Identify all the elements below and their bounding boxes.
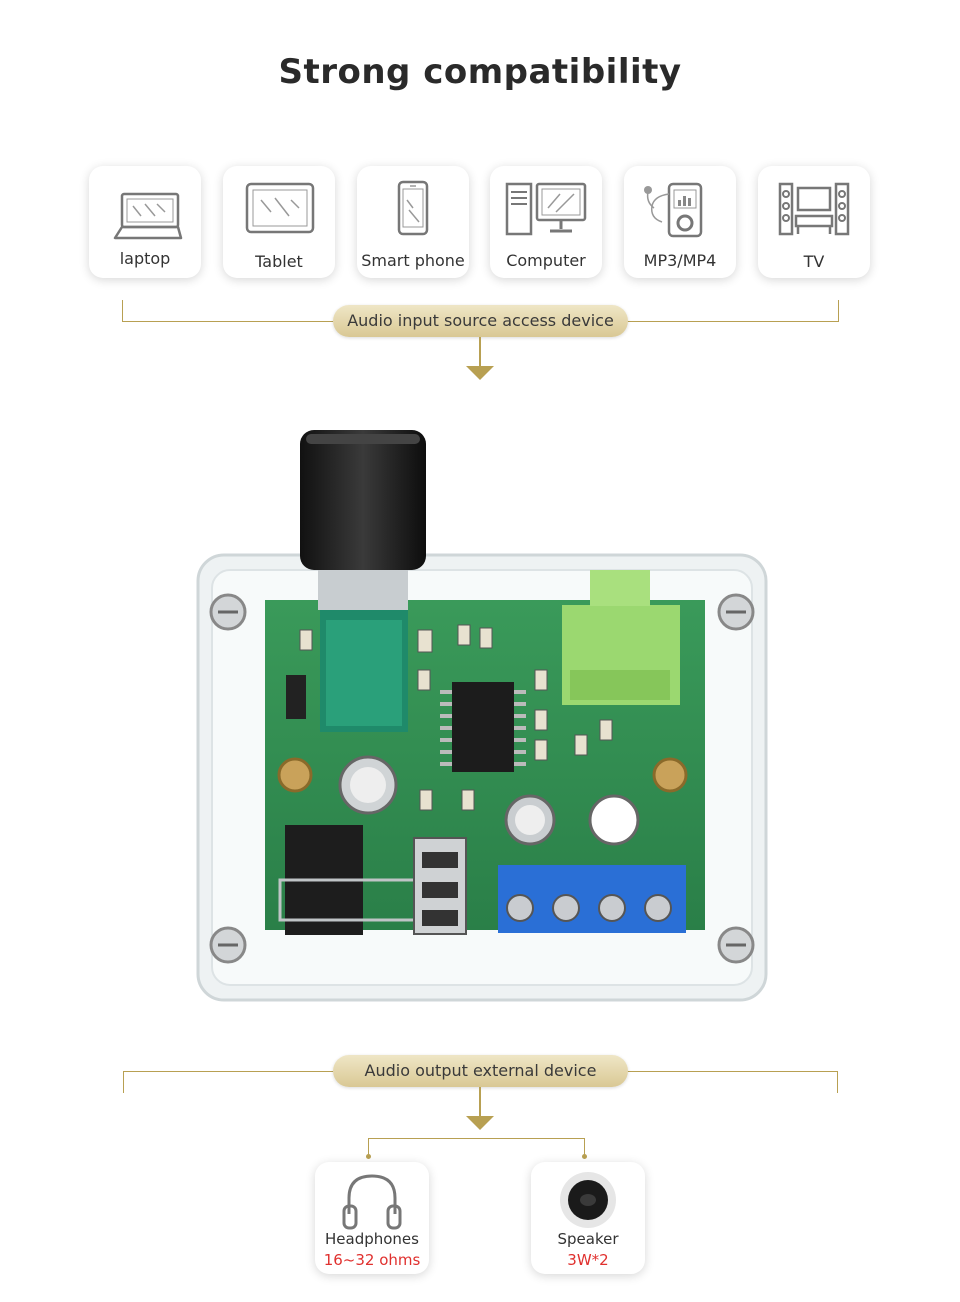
output-bracket-right-tick (837, 1071, 838, 1093)
device-label: TV (803, 252, 825, 271)
output-name: Speaker (557, 1230, 619, 1248)
output-split-right-drop (584, 1138, 585, 1156)
device-label: MP3/MP4 (643, 251, 717, 270)
output-name: Headphones (325, 1230, 419, 1248)
output-spec: 3W*2 (567, 1251, 609, 1269)
device-label: Computer (506, 251, 586, 270)
computer-icon (505, 182, 587, 236)
smartphone-icon (397, 180, 429, 236)
output-device-banner: Audio output external device (333, 1055, 628, 1087)
input-arrow-stem (479, 337, 481, 367)
input-bracket-right-tick (838, 300, 839, 322)
input-arrow-head (466, 366, 494, 380)
device-card-tablet: Tablet (223, 166, 335, 278)
output-split-right-dot (582, 1154, 587, 1159)
output-card-headphones: Headphones 16~32 ohms (315, 1162, 429, 1274)
amplifier-board-image (196, 430, 768, 1002)
headphones-icon (342, 1174, 402, 1230)
laptop-icon (113, 192, 183, 240)
output-split-line (368, 1138, 585, 1139)
device-label: Smart phone (361, 251, 465, 270)
output-arrow-stem (479, 1087, 481, 1117)
output-split-left-dot (366, 1154, 371, 1159)
speaker-icon (560, 1172, 616, 1228)
output-arrow-head (466, 1116, 494, 1130)
tablet-icon (245, 182, 315, 234)
output-bracket-left-tick (123, 1071, 124, 1093)
device-card-tv: TV (758, 166, 870, 278)
device-label: laptop (119, 249, 171, 268)
page-title: Strong compatibility (278, 52, 682, 92)
input-source-banner: Audio input source access device (333, 305, 628, 337)
device-card-computer: Computer (490, 166, 602, 278)
device-card-smartphone: Smart phone (357, 166, 469, 278)
device-card-mp3: MP3/MP4 (624, 166, 736, 278)
input-bracket-left-tick (122, 300, 123, 322)
mp3-player-icon (644, 182, 703, 238)
device-label: Tablet (255, 252, 303, 271)
output-split-left-drop (368, 1138, 369, 1156)
output-card-speaker: Speaker 3W*2 (531, 1162, 645, 1274)
device-card-laptop: laptop (89, 166, 201, 278)
tv-icon (778, 182, 850, 236)
output-spec: 16~32 ohms (323, 1251, 421, 1269)
